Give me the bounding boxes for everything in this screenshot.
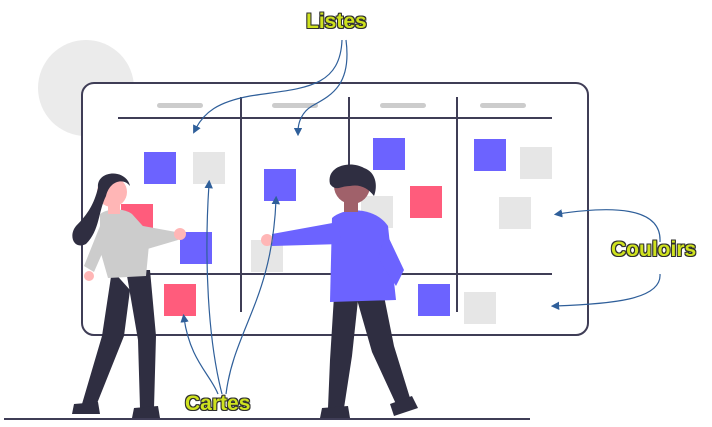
list-header (272, 103, 318, 108)
list-header (480, 103, 526, 108)
list-header (157, 103, 203, 108)
annotation-arrows (180, 39, 661, 395)
arrow-cards-1 (204, 179, 223, 395)
list-header (380, 103, 426, 108)
label-lanes: Couloirs (611, 238, 697, 261)
card-gray (520, 147, 552, 179)
arrow-cards-2 (225, 195, 281, 395)
arrow-lists-2 (293, 39, 348, 137)
woman-figure (72, 173, 186, 418)
arrow-lanes-1 (553, 209, 661, 243)
card-gray (464, 292, 496, 324)
man-figure (261, 164, 418, 418)
card-gray (499, 197, 531, 229)
card-purple (144, 152, 176, 184)
card-pink (410, 186, 442, 218)
card-gray (193, 152, 225, 184)
label-lists: Listes (306, 10, 367, 33)
label-cards: Cartes (185, 392, 251, 415)
card-pink (164, 284, 196, 316)
card-purple (474, 139, 506, 171)
arrow-lanes-2 (550, 273, 661, 311)
arrow-cards-3 (180, 313, 219, 395)
card-purple (418, 284, 450, 316)
card-purple (373, 138, 405, 170)
card-purple (264, 169, 296, 201)
arrow-lists-1 (193, 39, 343, 134)
